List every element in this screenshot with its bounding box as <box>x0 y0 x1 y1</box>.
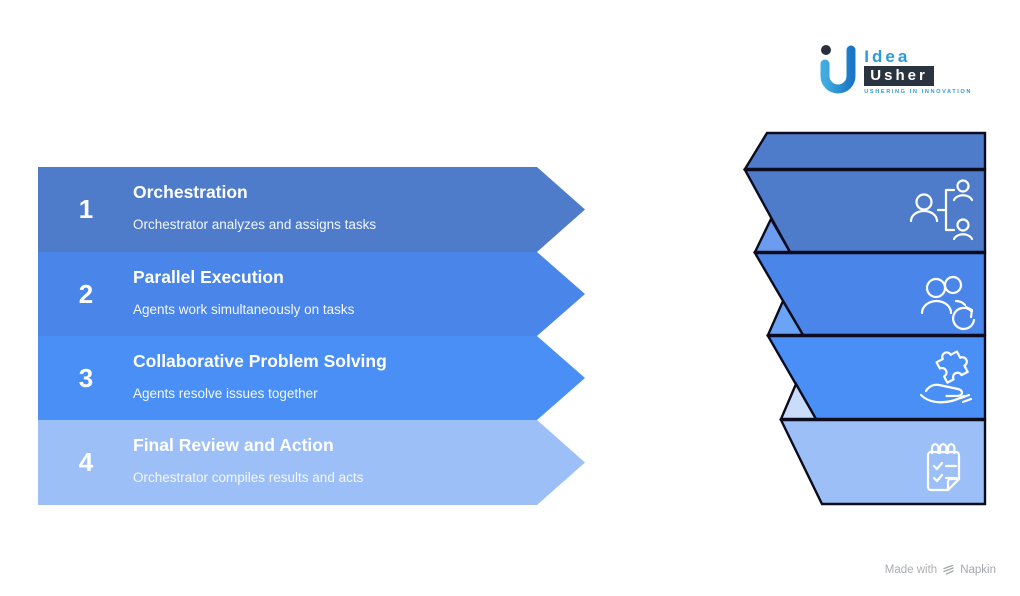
step-title: Collaborative Problem Solving <box>133 351 387 371</box>
step-subtitle: Agents resolve issues together <box>133 386 318 401</box>
step-row-4: 4 Final Review and Action Orchestrator c… <box>36 420 592 505</box>
users-sync-icon <box>920 275 976 331</box>
step-number: 3 <box>78 362 94 393</box>
hand-puzzle-icon <box>919 350 973 404</box>
step-subtitle: Orchestrator compiles results and acts <box>133 470 364 485</box>
step-number: 2 <box>78 278 94 309</box>
idea-usher-mark-icon <box>820 45 856 94</box>
checklist-notepad-icon <box>926 443 961 492</box>
napkin-logo-icon <box>943 564 954 575</box>
step-banners-shapes <box>38 167 585 505</box>
step-row-3: 3 Collaborative Problem Solving Agents r… <box>36 336 592 420</box>
step-row-2: 2 Parallel Execution Agents work simulta… <box>36 252 592 336</box>
idea-usher-logo: Idea Usher USHERING IN INNOVATION <box>816 42 972 100</box>
ribbon-top-fold <box>742 131 987 171</box>
made-with-label: Made with <box>884 563 938 576</box>
step-row-1: 1 Orchestration Orchestrator analyzes an… <box>36 167 592 252</box>
logo-word-usher: Usher <box>864 66 934 86</box>
logo-word-idea: Idea <box>864 47 911 66</box>
ribbon-segment-4 <box>779 418 987 506</box>
step-number: 1 <box>78 194 94 224</box>
napkin-brand-label: Napkin <box>960 563 996 576</box>
step-subtitle: Agents work simultaneously on tasks <box>133 302 355 317</box>
made-with-napkin-credit: Made with Napkin <box>885 563 996 576</box>
step-banner-shape-3 <box>38 336 585 420</box>
logo-tagline: USHERING IN INNOVATION <box>864 89 972 95</box>
step-number: 4 <box>78 447 94 477</box>
process-steps: 1 Orchestration Orchestrator analyzes an… <box>36 165 592 510</box>
step-title: Parallel Execution <box>133 267 284 287</box>
step-banner-shape-2 <box>38 252 585 336</box>
step-banner-shape-4 <box>38 420 585 505</box>
step-banner-shape-1 <box>38 167 585 252</box>
step-title: Orchestration <box>133 182 248 202</box>
step-subtitle: Orchestrator analyzes and assigns tasks <box>133 217 377 232</box>
step-title: Final Review and Action <box>133 435 334 455</box>
folded-ribbon <box>742 131 987 506</box>
team-hierarchy-icon <box>909 179 974 241</box>
